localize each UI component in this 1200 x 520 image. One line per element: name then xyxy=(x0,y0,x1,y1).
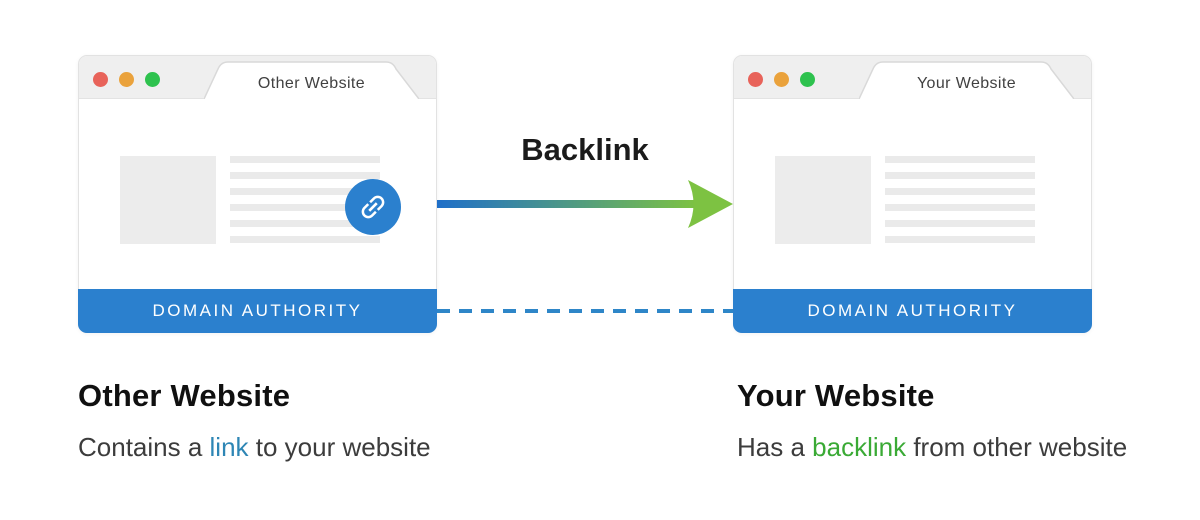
maximize-dot-icon xyxy=(145,72,160,87)
caption-other-website: Other Website Contains a link to your we… xyxy=(78,378,498,478)
domain-authority-bar: DOMAIN AUTHORITY xyxy=(733,289,1092,333)
caption-your-website: Your Website Has a backlink from other w… xyxy=(737,378,1157,478)
browser-window-other: Other Website DOMAIN AUTHORITY xyxy=(78,55,437,333)
desc-text: to your website xyxy=(248,432,431,462)
window-controls xyxy=(748,72,815,87)
desc-text: from other website xyxy=(906,432,1128,462)
skeleton-line xyxy=(230,172,380,179)
minimize-dot-icon xyxy=(774,72,789,87)
close-dot-icon xyxy=(93,72,108,87)
skeleton-image-placeholder xyxy=(775,156,871,244)
browser-tab: Your Website xyxy=(859,61,1074,99)
tab-shape xyxy=(859,61,1074,99)
tab-title: Your Website xyxy=(916,75,1017,92)
minimize-dot-icon xyxy=(119,72,134,87)
skeleton-line xyxy=(885,188,1035,195)
skeleton-line xyxy=(230,156,380,163)
browser-tab: Other Website xyxy=(204,61,419,99)
skeleton-text-lines xyxy=(230,156,380,243)
skeleton-line xyxy=(230,220,380,227)
domain-authority-bar: DOMAIN AUTHORITY xyxy=(78,289,437,333)
tab-shape xyxy=(204,61,419,99)
skeleton-line xyxy=(230,236,380,243)
caption-description: Has a backlink from other website xyxy=(737,432,1127,463)
browser-window-your: Your Website DOMAIN AUTHORITY xyxy=(733,55,1092,333)
skeleton-text-lines xyxy=(885,156,1035,243)
domain-authority-label: DOMAIN AUTHORITY xyxy=(152,301,363,320)
skeleton-line xyxy=(230,204,380,211)
skeleton-line xyxy=(885,204,1035,211)
link-word: link xyxy=(209,432,249,462)
link-badge xyxy=(345,179,401,235)
backlink-word: backlink xyxy=(812,432,907,462)
skeleton-line xyxy=(885,236,1035,243)
window-header: Other Website xyxy=(79,56,436,99)
window-controls xyxy=(93,72,160,87)
tab-title: Other Website xyxy=(257,75,366,92)
arrow-head xyxy=(688,180,733,228)
skeleton-line xyxy=(230,188,380,195)
window-header: Your Website xyxy=(734,56,1091,99)
close-dot-icon xyxy=(748,72,763,87)
caption-description: Contains a link to your website xyxy=(78,432,431,463)
skeleton-image-placeholder xyxy=(120,156,216,244)
arrow-shaft xyxy=(437,200,697,208)
caption-title: Your Website xyxy=(737,378,935,413)
backlink-arrow xyxy=(437,180,733,228)
skeleton-line xyxy=(885,172,1035,179)
maximize-dot-icon xyxy=(800,72,815,87)
domain-authority-dashed-connector xyxy=(437,309,733,313)
domain-authority-label: DOMAIN AUTHORITY xyxy=(807,301,1018,320)
skeleton-line xyxy=(885,220,1035,227)
chain-link-icon xyxy=(361,195,385,219)
desc-text: Has a xyxy=(737,432,813,462)
caption-title: Other Website xyxy=(78,378,291,413)
page-content-skeleton xyxy=(734,99,1091,289)
skeleton-line xyxy=(885,156,1035,163)
page-content-skeleton xyxy=(79,99,436,289)
desc-text: Contains a xyxy=(78,432,210,462)
backlink-arrow-label: Backlink xyxy=(521,132,649,167)
